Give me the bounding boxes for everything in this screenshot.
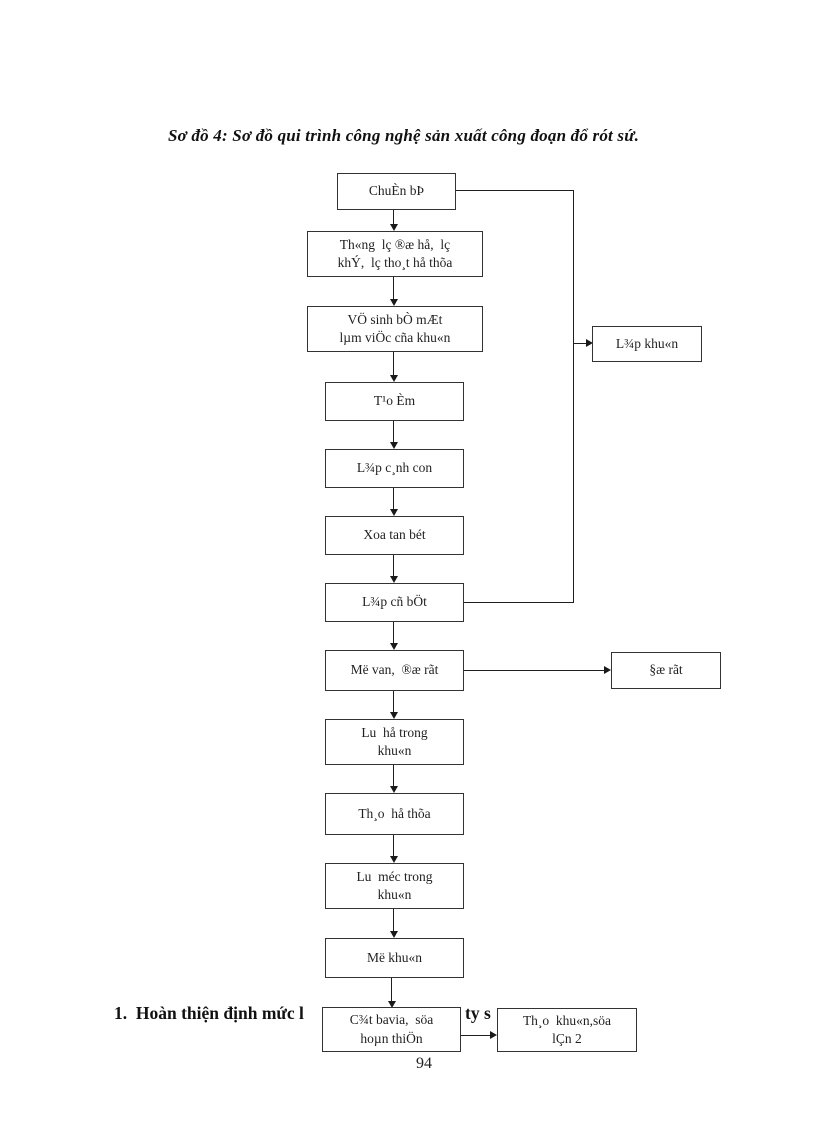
connector-5 <box>393 488 394 510</box>
flow-box-thao-ho-thua: Th¸o hå thõa <box>325 793 464 835</box>
flow-box-luu-moc: Lu méc trong khu«n <box>325 863 464 909</box>
arrowhead-right-do-rot <box>604 666 611 674</box>
flow-box-lap-cu-bet: L¾p cñ bÖt <box>325 583 464 622</box>
connector-12 <box>391 978 392 1002</box>
flow-box-xoa-tan-bot: Xoa tan bét <box>325 516 464 555</box>
flow-box-tao-am: T¹o Èm <box>325 382 464 421</box>
flow-box-thong-lo: Th«ng lç ®æ hå, lç khÝ, lç tho¸t hå thõa <box>307 231 483 277</box>
connector-7 <box>393 622 394 644</box>
flow-box-thao-khuon-sua: Th¸o khu«n,söa lÇn 2 <box>497 1008 637 1052</box>
arrowhead-down-3 <box>390 375 398 382</box>
connector-10 <box>393 835 394 857</box>
flow-box-lap-canh-con: L¾p c¸nh con <box>325 449 464 488</box>
occluded-text-fragment: ty s <box>465 1003 491 1023</box>
connector-right-vertical <box>573 190 574 603</box>
arrowhead-down-7 <box>390 643 398 650</box>
arrowhead-down-12 <box>388 1001 396 1008</box>
connector-2 <box>393 277 394 300</box>
connector-top-right <box>456 190 573 191</box>
connector-11 <box>393 909 394 932</box>
arrowhead-down-2 <box>390 299 398 306</box>
connector-4 <box>393 420 394 443</box>
flow-box-mo-khuon: Më khu«n <box>325 938 464 978</box>
arrowhead-right-lap-khuon <box>586 339 593 347</box>
flow-box-do-rot: §æ rãt <box>611 652 721 689</box>
arrowhead-down-11 <box>390 931 398 938</box>
arrowhead-down-10 <box>390 856 398 863</box>
connector-branch-lap-khuon <box>573 343 586 344</box>
connector-do-rot <box>464 670 605 671</box>
page-number: 94 <box>416 1055 432 1072</box>
arrowhead-down-8 <box>390 712 398 719</box>
flow-box-luu-ho: Lu hå trong khu«n <box>325 719 464 765</box>
arrowhead-down-5 <box>390 509 398 516</box>
arrowhead-down-9 <box>390 786 398 793</box>
connector-1 <box>393 210 394 225</box>
connector-3 <box>393 352 394 376</box>
connector-9 <box>393 765 394 787</box>
flow-box-mo-van-do-rot: Më van, ®æ rãt <box>325 650 464 691</box>
connector-8 <box>393 691 394 713</box>
connector-lap-cu-bet-right <box>464 602 574 603</box>
list-item-heading: 1. Hoàn thiện định mức l <box>114 1003 304 1023</box>
flow-box-cat-bavia: C¾t bavia, söa hoµn thiÖn <box>322 1007 461 1052</box>
connector-6 <box>393 555 394 577</box>
arrowhead-down-1 <box>390 224 398 231</box>
flow-box-chuan-bi: ChuÈn bÞ <box>337 173 456 210</box>
arrowhead-right-thao-khuon <box>490 1031 497 1039</box>
arrowhead-down-4 <box>390 442 398 449</box>
diagram-title: Sơ đồ 4: Sơ đồ qui trình công nghệ sản x… <box>168 126 640 145</box>
flow-box-lap-khuon: L¾p khu«n <box>592 326 702 362</box>
connector-thao-khuon <box>460 1035 491 1036</box>
flow-box-ve-sinh: VÖ sinh bÒ mÆt lµm viÖc cña khu«n <box>307 306 483 352</box>
arrowhead-down-6 <box>390 576 398 583</box>
